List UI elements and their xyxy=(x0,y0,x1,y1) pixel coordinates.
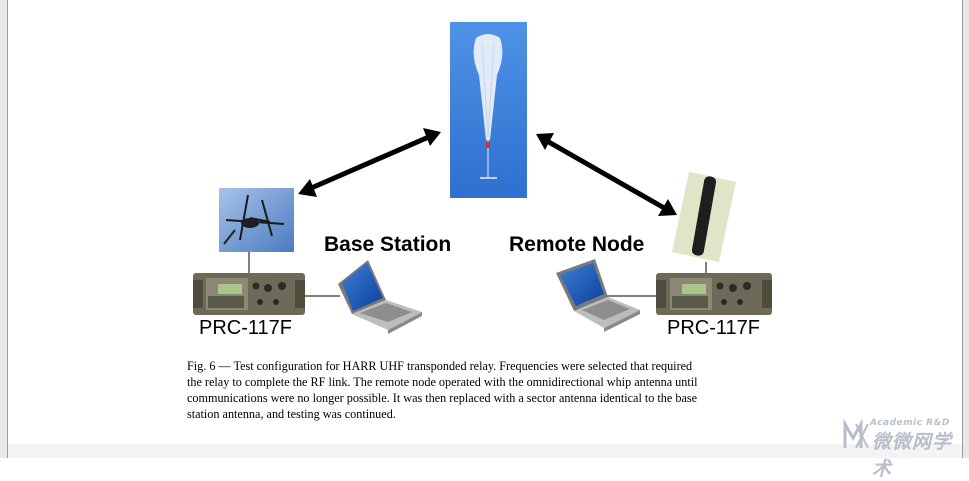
bottom-bar xyxy=(8,444,962,458)
radio-left-label: PRC-117F xyxy=(199,317,292,339)
watermark-line2: 微微网学术 xyxy=(872,431,953,480)
figure-caption: Fig. 6 — Test configuration for HARR UHF… xyxy=(187,358,787,422)
sector-antenna-photo xyxy=(219,188,294,252)
caption-line: Fig. 6 — Test configuration for HARR UHF… xyxy=(187,359,693,373)
base-station-label: Base Station xyxy=(324,233,452,256)
remote-node-label: Remote Node xyxy=(509,233,645,256)
watermark-logo-icon xyxy=(843,418,869,449)
window-left-border xyxy=(0,0,8,458)
whip-antenna-photo xyxy=(672,171,736,263)
arrow-left-link xyxy=(298,128,441,197)
radio-left-icon xyxy=(193,273,305,315)
laptop-left-icon xyxy=(338,260,422,334)
laptop-right-icon xyxy=(556,259,640,332)
caption-line: the relay to complete the RF link. The r… xyxy=(187,375,698,389)
window-right-border xyxy=(962,0,969,458)
watermark: Academic R&D 微微网学术 xyxy=(842,418,964,480)
balloon-photo xyxy=(450,22,527,198)
radio-right-icon xyxy=(656,273,772,315)
radio-right-label: PRC-117F xyxy=(667,317,760,339)
watermark-line1: Academic R&D xyxy=(870,418,950,428)
arrow-right-link xyxy=(536,133,677,216)
caption-line: station antenna, and testing was continu… xyxy=(187,407,396,421)
caption-line: communications were no longer possible. … xyxy=(187,391,698,405)
relay-diagram xyxy=(193,22,772,334)
